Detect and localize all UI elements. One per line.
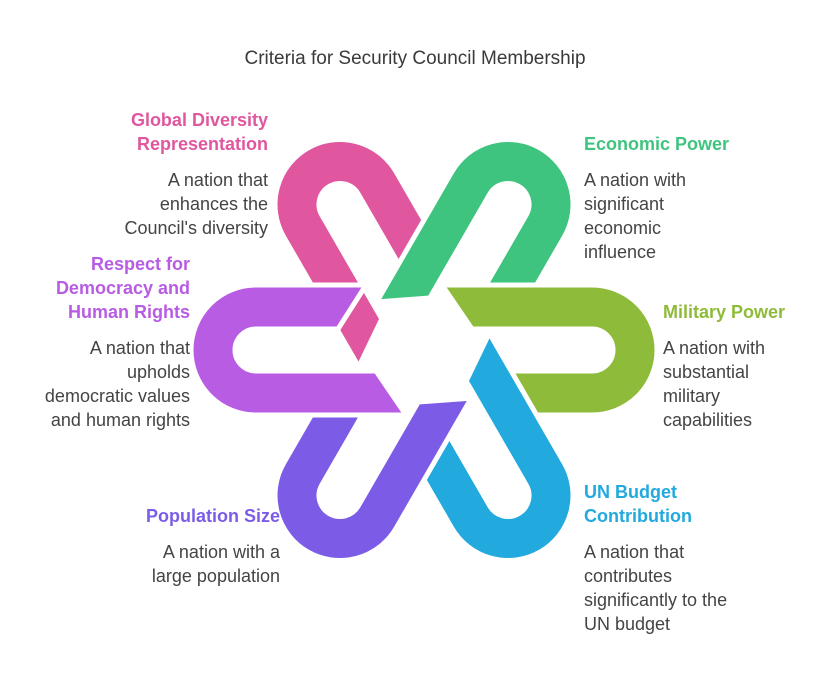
- criterion-label: Economic Power: [584, 134, 730, 154]
- link-segment-global-diversity-representation: [272, 137, 454, 370]
- diagram-title: Criteria for Security Council Membership: [244, 48, 586, 69]
- criterion-label: Population Size: [145, 506, 280, 526]
- criterion-label: Military Power: [663, 302, 786, 322]
- link-segment-military-power: [439, 282, 660, 418]
- link-segment-un-budget-contribution: [394, 330, 576, 563]
- link-segment-respect-for-democracy-and-human-rights: [188, 282, 409, 418]
